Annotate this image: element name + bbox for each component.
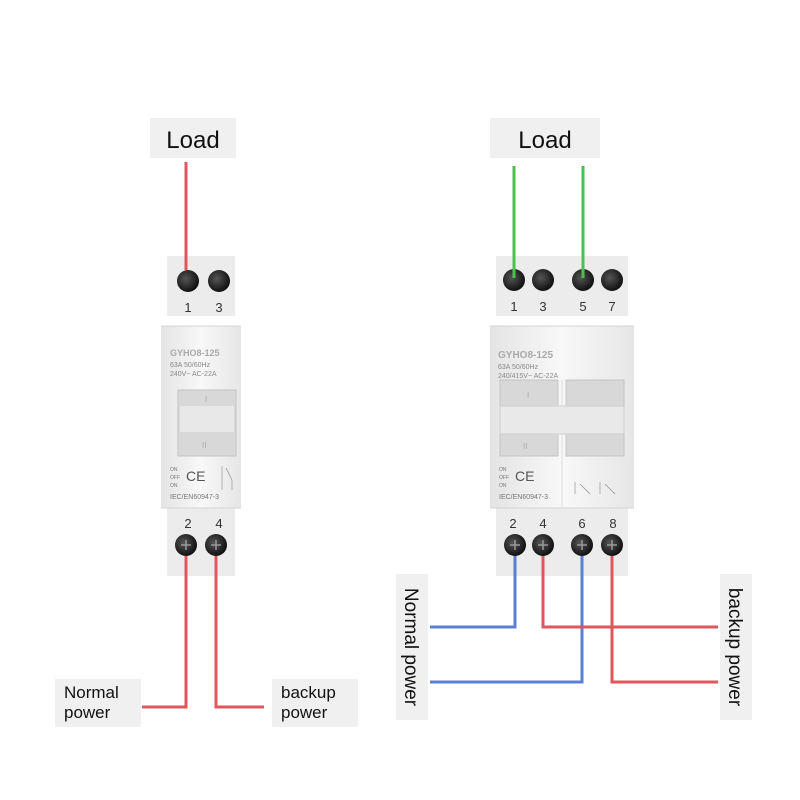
position-label: ON <box>170 467 178 473</box>
bottom-terminal-label: 2 <box>509 516 516 531</box>
device-model: GYHO8-125 <box>170 348 220 358</box>
backup-power-wire-red-8 <box>610 556 718 684</box>
left-load-label-box <box>150 118 236 158</box>
normal-power-label-line: Normal <box>64 683 119 702</box>
position-label: OFF <box>170 475 180 481</box>
top-terminal-label: 5 <box>579 299 586 314</box>
bottom-terminal-label: 2 <box>184 516 191 531</box>
normal-power-label-line: power <box>64 703 111 722</box>
ce-mark-icon: CE <box>186 468 205 484</box>
right-backup-power-label: backup power <box>724 588 745 707</box>
handle-mark: I <box>205 395 207 404</box>
device-standard: IEC/EN60947-3 <box>499 494 548 501</box>
device-voltage: 240/415V~ AC-22A <box>498 373 558 380</box>
switch-schematic-icon <box>221 466 233 490</box>
device-rating: 63A 50/60Hz <box>498 364 539 371</box>
device-standard: IEC/EN60947-3 <box>170 494 219 501</box>
right-switch-device: 1 3 5 7 GYHO8-125 63A 50/60Hz 240/415V~ … <box>490 256 634 576</box>
handle-mark: II <box>523 442 527 451</box>
left-switch-device: 1 3 GYHO8-125 63A 50/60Hz 240V~ AC-22A I… <box>161 256 241 576</box>
terminal-5-screw-icon <box>572 269 594 291</box>
terminal-1-screw-icon <box>177 270 199 292</box>
left-load-label: Load <box>166 127 219 154</box>
device-rating: 63A 50/60Hz <box>170 362 211 369</box>
right-backup-power-box <box>720 574 752 720</box>
right-normal-power-label: Normal power <box>400 588 421 707</box>
ce-mark-icon: CE <box>515 468 534 484</box>
top-terminal-label: 7 <box>608 299 615 314</box>
position-label: ON <box>170 483 178 489</box>
right-diagram: Load 1 3 5 7 GYHO8-125 63A 50/60Hz 240/4… <box>396 118 752 720</box>
switch-schematic-icon <box>574 482 616 495</box>
bottom-terminal-label: 4 <box>215 516 222 531</box>
normal-power-wire-red <box>142 556 188 709</box>
left-normal-power-box <box>55 679 141 727</box>
right-load-label-box <box>490 118 600 158</box>
right-load-label: Load <box>518 127 571 154</box>
backup-power-wire-red-4 <box>541 556 718 629</box>
handle-mark: II <box>202 441 206 450</box>
top-terminal-label: 1 <box>510 299 517 314</box>
terminal-3-screw-icon <box>532 269 554 291</box>
left-diagram: Load 1 3 GYHO8-125 63A 50/60Hz 240V~ AC-… <box>55 118 358 727</box>
top-terminal-label: 3 <box>215 300 222 315</box>
normal-power-wire-blue-6 <box>430 556 584 684</box>
position-label: ON <box>499 483 507 489</box>
normal-power-wire-blue-2 <box>430 556 517 629</box>
handle-mark: I <box>527 391 529 400</box>
backup-power-label-line: backup <box>281 683 336 702</box>
bottom-terminal-label: 4 <box>539 516 546 531</box>
bottom-terminal-label: 8 <box>609 516 616 531</box>
backup-power-wire-red <box>214 556 264 709</box>
handle-bridge <box>499 405 625 435</box>
device-voltage: 240V~ AC-22A <box>170 371 217 378</box>
position-label: ON <box>499 467 507 473</box>
terminal-3-screw-icon <box>208 270 230 292</box>
bottom-terminal-label: 6 <box>578 516 585 531</box>
terminal-1-screw-icon <box>503 269 525 291</box>
device-model: GYHO8-125 <box>498 350 553 361</box>
backup-power-label-line: power <box>281 703 328 722</box>
top-terminal-label: 3 <box>539 299 546 314</box>
terminal-7-screw-icon <box>601 269 623 291</box>
right-normal-power-box <box>396 574 428 720</box>
top-terminal-label: 1 <box>184 300 191 315</box>
position-label: OFF <box>499 475 509 481</box>
left-backup-power-box <box>272 679 358 727</box>
